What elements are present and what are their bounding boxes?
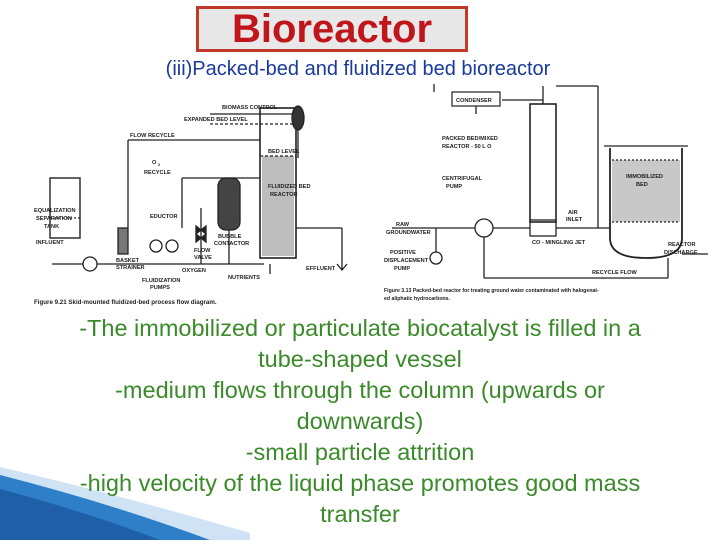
label-oxygen: OXYGEN bbox=[182, 268, 206, 274]
decorative-swoosh bbox=[0, 467, 250, 540]
label-eductor: EDUCTOR bbox=[150, 214, 178, 220]
label-o2-recycle-c: RECYCLE bbox=[144, 170, 171, 176]
label-positive-pump-a: POSITIVE bbox=[390, 250, 416, 256]
label-biomass-control: BIOMASS CONTROL bbox=[222, 105, 278, 111]
packed-bed-diagram bbox=[392, 84, 708, 279]
label-bubble-contactor-a: BUBBLE bbox=[218, 234, 242, 240]
label-flow-valve-b: VALVE bbox=[194, 255, 212, 261]
fluidized-bed-labels: BIOMASS CONTROL EXPANDED BED LEVEL FLOW … bbox=[34, 105, 336, 306]
bullet-line-5: -small particle attrition bbox=[245, 439, 475, 465]
label-o2-recycle-b: 2 bbox=[158, 162, 161, 167]
label-packed-reactor-a: PACKED BED/MIXED bbox=[442, 136, 498, 142]
label-centrifugal-pump-a: CENTRIFUGAL bbox=[442, 176, 483, 182]
packed-bed-labels: CONDENSER PACKED BED/MIXED REACTOR - 50 … bbox=[384, 98, 698, 302]
label-raw-groundwater-b: GROUNDWATER bbox=[386, 230, 431, 236]
label-air-inlet-a: AIR bbox=[568, 210, 578, 216]
label-immobilized-bed-a: IMMOBILIZED bbox=[626, 174, 663, 180]
label-raw-groundwater-a: RAW bbox=[396, 222, 410, 228]
fluidized-bed-diagram bbox=[49, 105, 348, 274]
bullet-line-3: -medium flows through the column (upward… bbox=[115, 377, 605, 403]
bullet-line-1: -The immobilized or particulate biocatal… bbox=[79, 315, 641, 341]
label-basket-strainer-b: STRAINER bbox=[116, 265, 145, 271]
label-o2-recycle-a: O bbox=[152, 160, 157, 166]
label-packed-reactor-b: REACTOR - 50 L O bbox=[442, 144, 492, 150]
label-air-inlet-b: INLET bbox=[566, 217, 583, 223]
label-fluidized-bed-a: FLUIDIZED BED bbox=[268, 184, 311, 190]
left-diagram-caption: Figure 9.21 Skid-mounted fluidized-bed p… bbox=[34, 299, 217, 306]
right-diagram-caption-a: Figure 3.13 Packed-bed reactor for treat… bbox=[384, 288, 599, 294]
label-equalization-c: TANK bbox=[44, 224, 59, 230]
label-positive-pump-b: DISPLACEMENT bbox=[384, 258, 429, 264]
label-fluidization-pumps-a: FLUIDIZATION bbox=[142, 278, 180, 284]
label-recycle-flow: RECYCLE FLOW bbox=[592, 270, 637, 276]
label-basket-strainer-a: BASKET bbox=[116, 258, 140, 264]
label-fluidized-bed-b: REACTOR bbox=[270, 192, 298, 198]
label-positive-pump-c: PUMP bbox=[394, 266, 410, 272]
bullet-line-7: transfer bbox=[320, 501, 400, 527]
slide-title: Bioreactor bbox=[231, 7, 433, 51]
bullet-text: -The immobilized or particulate biocatal… bbox=[0, 313, 720, 530]
label-centrifugal-pump-b: PUMP bbox=[446, 184, 462, 190]
label-co-mingling-jet: CO - MINGLING JET bbox=[532, 240, 586, 246]
diagram-area: BIOMASS CONTROL EXPANDED BED LEVEL FLOW … bbox=[32, 78, 720, 310]
label-reactor-discharge-a: REACTOR bbox=[668, 242, 696, 248]
title-box: Bioreactor bbox=[196, 6, 468, 52]
slide-subtitle: (iii)Packed-bed and fluidized bed biorea… bbox=[165, 58, 551, 80]
label-expanded-bed-level: EXPANDED BED LEVEL bbox=[184, 117, 248, 123]
right-diagram-caption-b: ed aliphatic hydrocarbons. bbox=[384, 296, 451, 302]
bullet-line-4: downwards) bbox=[296, 408, 424, 434]
label-equalization-a: EQUALIZATION bbox=[34, 208, 76, 214]
label-condenser: CONDENSER bbox=[456, 98, 492, 104]
label-immobilized-bed-b: BED bbox=[636, 182, 648, 188]
label-nutrients: NUTRIENTS bbox=[228, 275, 260, 281]
label-flow-valve-a: FLOW bbox=[194, 248, 211, 254]
label-flow-recycle: FLOW RECYCLE bbox=[130, 133, 175, 139]
label-bubble-contactor-b: CONTACTOR bbox=[214, 241, 249, 247]
bullet-line-6: -high velocity of the liquid phase promo… bbox=[79, 470, 641, 496]
label-effluent: EFFLUENT bbox=[306, 266, 336, 272]
label-fluidization-pumps-b: PUMPS bbox=[150, 285, 170, 291]
label-influent: INFLUENT bbox=[36, 240, 64, 246]
bullet-line-2: tube-shaped vessel bbox=[258, 346, 462, 372]
label-equalization-b: SEPARATION bbox=[36, 216, 72, 222]
label-bed-level: BED LEVEL bbox=[268, 149, 300, 155]
label-reactor-discharge-b: DISCHARGE bbox=[664, 250, 698, 256]
